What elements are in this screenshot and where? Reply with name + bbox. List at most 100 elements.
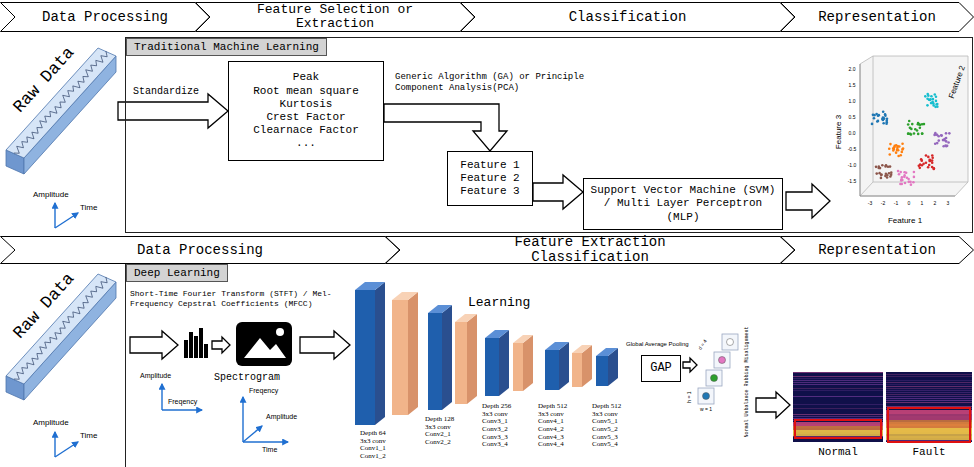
spectrogram-image [793,388,883,389]
scatter-dots [936,105,939,108]
feature-map-stack [714,352,730,368]
spectrogram-image [886,410,972,412]
chevron-header: Representation [780,236,974,264]
spectrogram-image [886,402,972,403]
annotation: 3 [947,201,950,207]
cnn-layers [572,345,592,387]
annotation: -2 [881,201,885,207]
scatter-dots [882,122,885,125]
cnn-layers [572,353,582,387]
cnn-layers [596,348,618,386]
spectrogram-image [886,386,972,387]
scatter-dots [935,95,938,98]
scatter-dots [871,123,874,126]
scatter-dots [936,134,939,137]
scatter-dots [881,118,884,121]
cnn-layers [428,305,452,410]
annotation: 2 [934,201,937,207]
scatter-dots [933,167,936,170]
cnn-layers [355,282,385,290]
scatter-dots [877,120,880,123]
spectrogram-image [886,382,972,383]
scatter-dots [899,154,902,157]
scatter-dots [901,142,904,145]
annotation: Depth 256 3x3 conv Conv3_1 Conv3_2 Conv3… [482,403,518,449]
scatter-axes [860,64,861,196]
hollow-arrow [683,358,697,372]
spectrogram-image [886,426,972,428]
spectrogram-image [886,390,972,391]
axis-arrow [162,409,202,410]
annotation: Fault [912,446,945,459]
chevron-header: Data Processing [0,2,210,32]
process-box: Feature 1Feature 2Feature 3 [447,151,533,206]
axis-arrow [243,426,262,442]
raw-data-bar: Raw Data [2,38,118,188]
chevron-header: Feature Extraction Classification [385,236,795,264]
annotation: Time [262,446,277,454]
scatter-dots [947,141,950,144]
chevron-shape [781,3,974,32]
scatter-dots [884,165,887,168]
scatter-dots [903,171,906,174]
annotation: Amplitude [33,418,69,427]
spectrogram-image [793,436,883,437]
chevron-header: Data Processing [0,236,400,264]
hollow-arrow [212,337,230,353]
scatter-dots [882,110,885,113]
spectrogram-image [793,384,883,385]
scatter-dots [927,166,930,169]
scatter-dots [922,162,925,165]
panel-tab: Traditional Machine Learning [126,38,327,56]
box-text: Peak [293,71,319,84]
scatter-axes [873,182,968,183]
scatter-dots [879,167,882,170]
scatter-dots [890,171,893,174]
scatter-dots [878,172,881,175]
annotation: 0.5 [849,115,856,121]
spectrogram-image [886,376,972,377]
annotation: -3 [868,201,872,207]
spectrogram-image [886,396,972,397]
annotation: Learning [468,296,530,311]
scatter-dots [902,147,905,150]
cnn-layers [408,292,418,415]
scatter-dots [880,177,883,180]
scatter-dots [921,132,924,135]
scatter-dots [876,120,879,123]
scatter-dots [910,128,913,131]
feature-map-stack [698,334,738,404]
spectrogram-image [886,440,972,441]
spectrogram-image [793,404,883,405]
scatter-dots [925,162,928,165]
image-icon [276,328,284,336]
scatter-dots [888,153,891,156]
scatter-dots [878,114,881,117]
cnn-layers [467,314,477,404]
spectrogram-image [793,382,883,383]
bar-chart-icon [184,328,208,358]
box-text: Support Vector Machine (SVM) / Multi Lay… [590,184,776,224]
method-panel: Traditional Machine LearningPeakRoot mea… [125,37,973,233]
scatter-dots [919,127,922,130]
scatter-dots [908,120,911,123]
annotation: Normal [818,446,858,459]
cnn-layers [455,314,477,322]
spectrogram-image [886,414,972,416]
cnn-layers [596,348,618,356]
scatter-dots [932,98,935,101]
cnn-layers [559,342,569,390]
annotation: Amplitude [140,372,171,380]
spectrogram-image [795,420,881,438]
annotation: 0 [908,201,911,207]
scatter-dots [945,132,948,135]
annotation: Freqency [168,398,197,406]
spectrogram-image [793,372,972,442]
scatter-dots [931,102,934,105]
spectrogram-image [886,422,972,424]
spectrogram-image [886,392,972,393]
annotation: Freqency [249,387,278,395]
